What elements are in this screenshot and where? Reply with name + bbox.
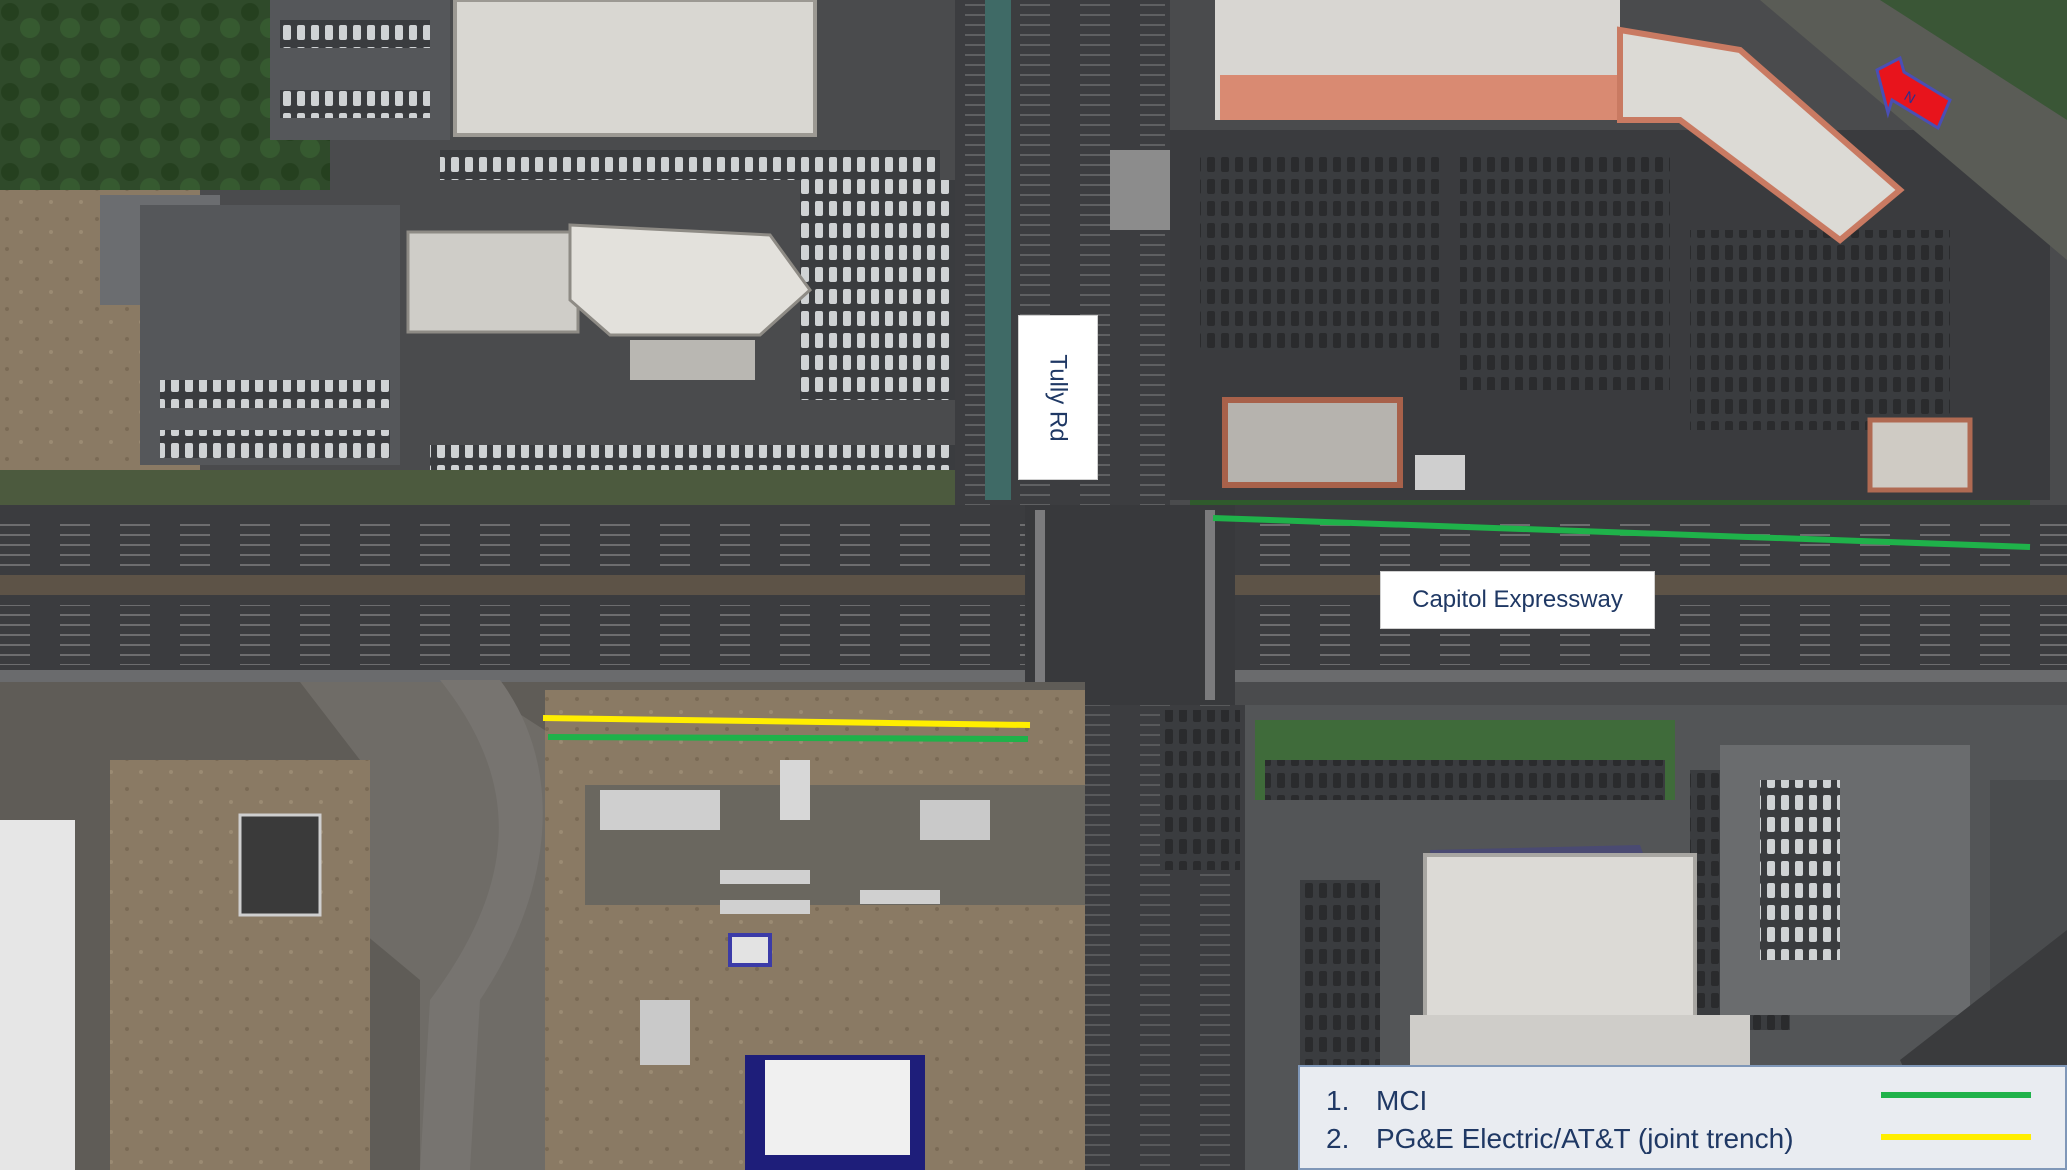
legend-swatch-pge-att — [1881, 1134, 2031, 1140]
pge-att-line — [542, 715, 1031, 728]
legend-item-number: 1. — [1326, 1085, 1350, 1116]
mci-line-north — [1212, 515, 2031, 550]
tully-rd-label: Tully Rd — [1018, 315, 1098, 480]
legend-item-mci: 1. MCI — [1326, 1083, 1427, 1119]
north-arrow-icon — [1875, 55, 1952, 131]
legend-item-label: PG&E Electric/AT&T (joint trench) — [1376, 1123, 1794, 1154]
legend-swatch-mci — [1881, 1092, 2031, 1098]
legend-item-pge-att: 2. PG&E Electric/AT&T (joint trench) — [1326, 1121, 1794, 1157]
legend: 1. MCI 2. PG&E Electric/AT&T (joint tren… — [1298, 1065, 2067, 1170]
tully-rd-label-text: Tully Rd — [1045, 353, 1073, 442]
legend-item-label: MCI — [1376, 1085, 1428, 1116]
mci-line-south — [547, 734, 1029, 742]
capitol-expressway-label-text: Capitol Expressway — [1412, 586, 1623, 613]
capitol-expressway-label: Capitol Expressway — [1380, 571, 1655, 629]
legend-item-number: 2. — [1326, 1123, 1350, 1154]
